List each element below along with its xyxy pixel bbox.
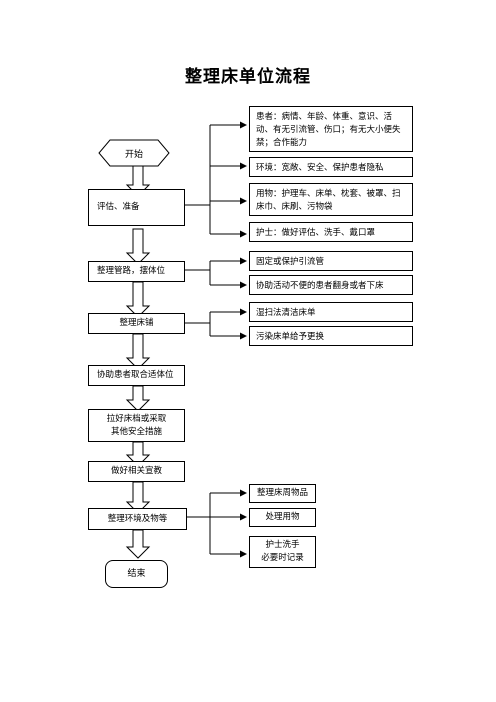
side-note-tidy-items: 整理床周物品: [249, 484, 316, 503]
side-note-handle-supplies: 处理用物: [249, 508, 316, 527]
side-note-patient: 患者：病情、年龄、体重、意识、活动、有无引流管、伤口；有无大小便失禁；合作能力: [249, 106, 413, 152]
side-note-nurse: 护士：做好评估、洗手、戴口罩: [249, 222, 413, 242]
start-node: [98, 139, 170, 167]
side-note-environment: 环境：宽敞、安全、保护患者隐私: [249, 157, 413, 177]
side-note-fix-tubes: 固定或保护引流管: [249, 251, 413, 271]
side-note-replace-sheet: 污染床单给予更换: [249, 326, 413, 346]
tubes-step: 整理管路，摆体位: [88, 261, 185, 282]
bed-step: 整理床铺: [88, 313, 185, 334]
education-step: 做好相关宣教: [88, 461, 185, 482]
page-title: 整理床单位流程: [185, 67, 311, 87]
start-label: 开始: [124, 149, 143, 160]
side-note-wash-hands: 护士洗手 必要时记录: [249, 536, 316, 568]
side-note-assist-turn: 协助活动不便的患者翻身或者下床: [249, 275, 413, 295]
environment-step: 整理环境及物等: [88, 508, 187, 530]
assess-step: 评估、准备: [88, 189, 185, 226]
position-step: 协助患者取合适体位: [88, 365, 185, 386]
safety-step: 拉好床档或采取 其他安全措施: [88, 409, 185, 442]
end-node: 结束: [105, 560, 168, 588]
side-note-supplies: 用物：护理车、床单、枕套、被罩、扫床巾、床刷、污物袋: [249, 183, 413, 216]
side-note-wet-sweep: 湿扫法清洁床单: [249, 302, 413, 322]
